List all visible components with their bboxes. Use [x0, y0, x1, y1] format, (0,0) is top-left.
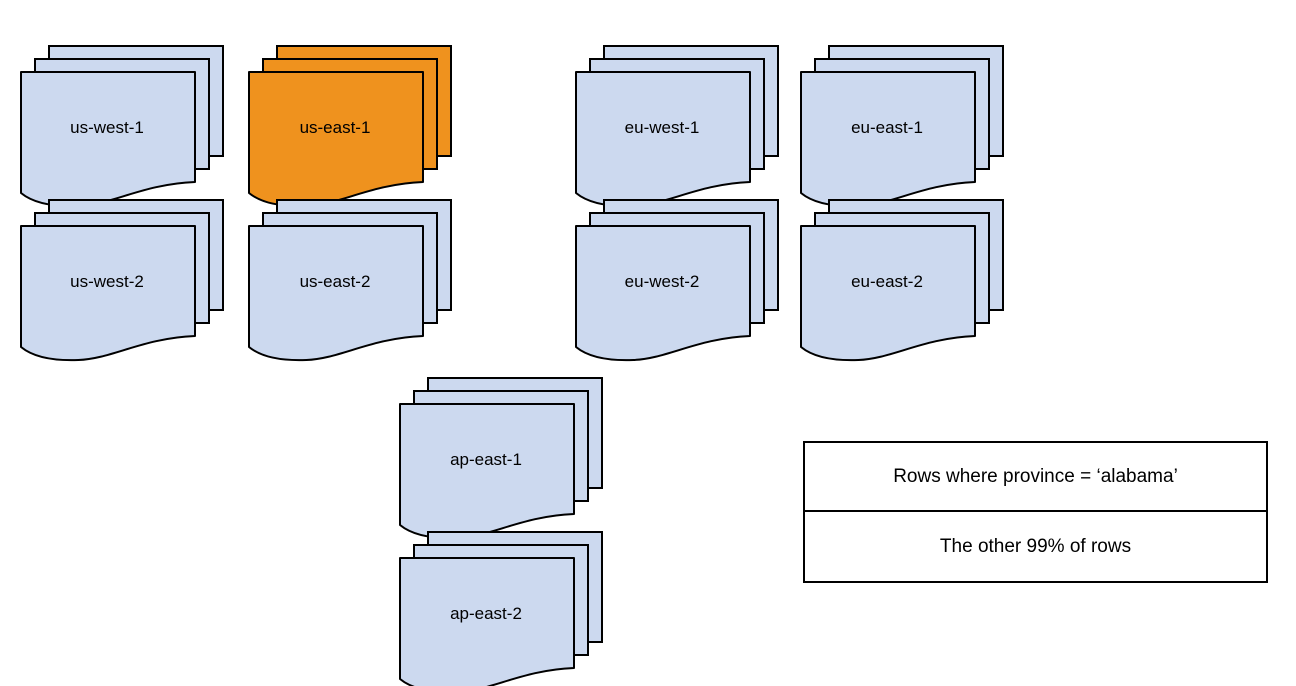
region-stack[interactable]: us-east-1 [248, 45, 454, 208]
stack-front-sheet [800, 225, 976, 362]
region-stack[interactable]: eu-east-2 [800, 199, 1006, 362]
stack-front-sheet [20, 225, 196, 362]
legend-item-label: The other 99% of rows [939, 535, 1132, 557]
stack-front-sheet [575, 71, 751, 208]
region-stack[interactable]: eu-west-1 [575, 45, 781, 208]
region-stack[interactable]: ap-east-1 [399, 377, 605, 540]
stack-front-sheet [248, 71, 424, 208]
legend-item-other-rows: The other 99% of rows [805, 512, 1266, 581]
stack-front-sheet [800, 71, 976, 208]
region-stack[interactable]: us-west-1 [20, 45, 226, 208]
region-stack[interactable]: us-west-2 [20, 199, 226, 362]
region-stack[interactable]: eu-west-2 [575, 199, 781, 362]
stack-front-sheet [20, 71, 196, 208]
legend: Rows where province = ‘alabama’ The othe… [803, 441, 1268, 583]
stack-front-sheet [399, 403, 575, 540]
stack-front-sheet [248, 225, 424, 362]
region-stack[interactable]: ap-east-2 [399, 531, 605, 686]
legend-item-alabama-rows: Rows where province = ‘alabama’ [805, 443, 1266, 512]
legend-item-label: Rows where province = ‘alabama’ [893, 465, 1178, 487]
region-stack[interactable]: us-east-2 [248, 199, 454, 362]
stack-front-sheet [575, 225, 751, 362]
region-stack[interactable]: eu-east-1 [800, 45, 1006, 208]
stack-front-sheet [399, 557, 575, 686]
